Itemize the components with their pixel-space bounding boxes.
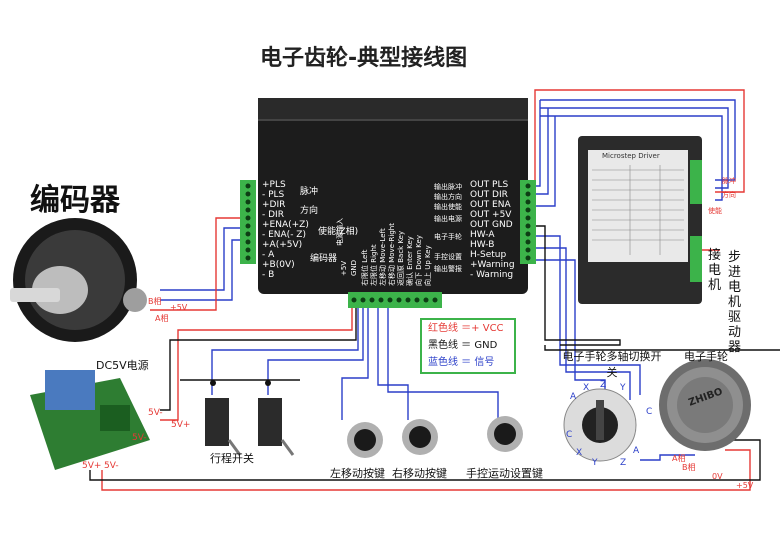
handwheel-image	[659, 359, 751, 451]
terminal-blocks	[240, 180, 536, 308]
encoder-label: 编码器	[30, 183, 120, 218]
group-handwheel: 电子手轮	[434, 233, 462, 241]
page-title: 电子齿轮-典型接线图	[260, 46, 468, 71]
wire-label-0v: 0V	[712, 472, 723, 481]
terminal-bottom-9: 向上 Up Key	[424, 245, 432, 286]
terminal-left-9: - B	[262, 270, 275, 280]
group-out-alarm: 输出警报	[434, 265, 462, 273]
gnd-wires	[89, 225, 780, 481]
switch-letter-z1: Z	[600, 380, 607, 390]
group-enable: 使能(Z相)	[318, 227, 359, 237]
wire-label-5v-minus-mid: 5V-	[132, 433, 147, 443]
group-out-ena: 输出使能	[434, 203, 462, 211]
group-direction: 方向	[300, 206, 319, 216]
power-label: DC5V电源	[96, 359, 149, 372]
terminal-left-4: +ENA(+Z)	[262, 220, 309, 230]
wire-label-a-phase: A相	[155, 314, 169, 323]
controller-case	[258, 98, 528, 294]
limit-switches	[205, 380, 295, 456]
driver-motor-label: 接电机	[708, 248, 722, 293]
terminal-left-6: +A(+5V)	[262, 240, 303, 250]
terminal-left-2: +DIR	[262, 200, 286, 210]
switch-letter-a2: A	[633, 446, 640, 456]
switch-letter-a1: A	[570, 392, 577, 402]
terminal-left-3: - DIR	[262, 210, 284, 220]
wire-label-5v-minus-bottom: 5V-	[104, 461, 119, 471]
multi-axis-switch	[563, 388, 637, 462]
driver-title-label: 步进电机驱动器	[728, 250, 742, 355]
switch-letter-y1: Y	[620, 383, 626, 393]
wire-label-5v-plus-top: 5V+	[171, 420, 191, 430]
terminal-bottom-0: +5V	[340, 260, 348, 276]
group-out-pulse: 输出脉冲	[434, 183, 462, 191]
terminal-bottom-1: GND	[350, 259, 358, 276]
wire-label-plus5v: +5V	[170, 303, 188, 312]
terminal-right-7: H-Setup	[470, 250, 507, 260]
driver-label-ena: 使能	[708, 207, 722, 215]
legend-signal: 蓝色线 ＝ 信号	[428, 357, 495, 368]
wire-label-a-phase-wheel: A相	[672, 454, 686, 463]
power-board-image	[30, 370, 150, 470]
legend-vcc: 红色线 ＝+ VCC	[428, 323, 504, 334]
wire-legend: 红色线 ＝+ VCC 黑色线 ＝ GND 蓝色线 ＝ 信号	[420, 318, 516, 374]
terminal-left-0: +PLS	[262, 180, 286, 190]
group-encoder: 编码器	[310, 254, 338, 264]
wire-label-plus5v-wheel: +5V	[736, 481, 754, 490]
terminal-left-1: - PLS	[262, 190, 285, 200]
terminal-right-2: OUT ENA	[470, 200, 511, 210]
switch-letter-c1: C	[646, 407, 653, 417]
switch-letter-x1: X	[583, 383, 590, 393]
caption-multi-switch: 电子手轮多轴切换开关	[562, 350, 662, 379]
vcc-wires	[101, 89, 751, 491]
caption-right-button: 右移动按键	[392, 467, 447, 480]
wire-label-b-phase-wheel: B相	[682, 463, 696, 472]
terminal-right-5: HW-A	[470, 230, 495, 240]
terminal-right-9: - Warning	[470, 270, 514, 280]
terminal-left-8: +B(0V)	[262, 260, 295, 270]
driver-label-dir: 方向	[722, 191, 736, 199]
caption-setup-button: 手控运动设置键	[466, 467, 543, 480]
legend-gnd: 黑色线 ＝ GND	[428, 340, 498, 351]
power-input-label: 电源输入	[336, 218, 344, 246]
terminal-right-1: OUT DIR	[470, 190, 508, 200]
driver-label-pulse: 脉冲	[722, 177, 736, 185]
wire-label-5v-minus-top: 5V-	[148, 408, 163, 418]
terminal-right-6: HW-B	[470, 240, 495, 250]
terminal-left-5: - ENA(- Z)	[262, 230, 306, 240]
encoder-image	[10, 218, 147, 342]
switch-letter-y2: Y	[592, 458, 598, 468]
caption-handwheel: 电子手轮	[684, 350, 728, 363]
group-manual-setup: 手控设置	[434, 253, 462, 261]
terminal-right-0: OUT PLS	[470, 180, 509, 190]
group-out-dir: 输出方向	[434, 193, 462, 201]
group-pulse: 脉冲	[300, 187, 319, 197]
wire-label-b-phase: B相	[148, 297, 162, 306]
switch-letter-c2: C	[566, 430, 573, 440]
wire-label-5v-plus-bottom: 5V+	[82, 461, 102, 471]
switch-letter-z2: Z	[620, 458, 627, 468]
terminal-right-3: OUT +5V	[470, 210, 512, 220]
caption-left-button: 左移动按键	[330, 467, 385, 480]
caption-limit-switch: 行程开关	[210, 452, 254, 465]
group-out-power: 输出电源	[434, 215, 462, 223]
terminal-right-8: +Warning	[470, 260, 515, 270]
switch-letter-x2: X	[576, 448, 583, 458]
terminal-right-4: OUT GND	[470, 220, 513, 230]
terminal-left-7: - A	[262, 250, 275, 260]
driver-name: Microstep Driver	[602, 152, 660, 160]
push-buttons	[347, 416, 523, 458]
